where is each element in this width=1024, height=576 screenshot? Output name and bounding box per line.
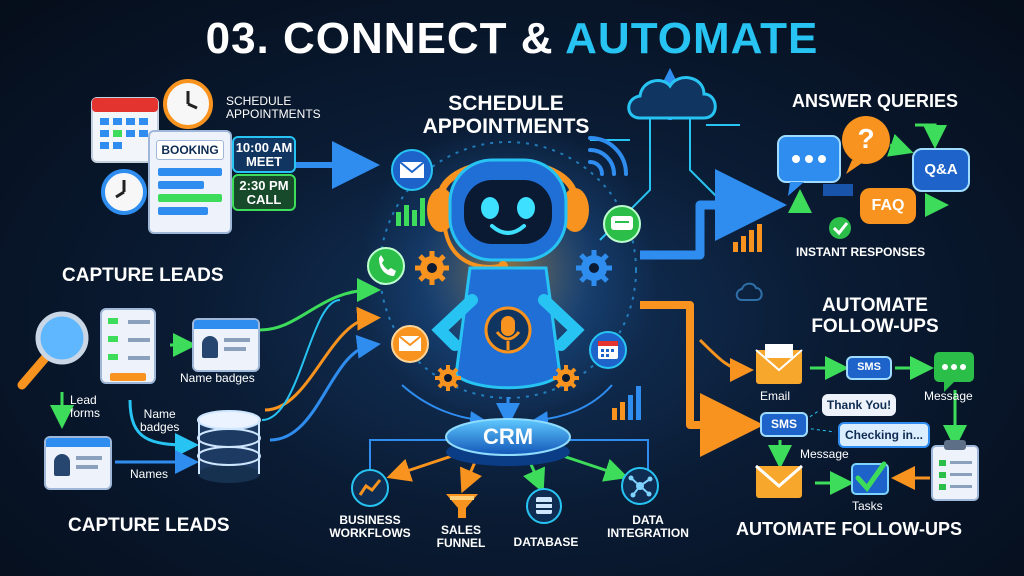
checking-in-bubble: Checking in... (838, 422, 930, 448)
booking-card: BOOKING (148, 130, 232, 234)
phone-circle-icon (367, 247, 405, 285)
data-integration-label: DATA INTEGRATION (607, 513, 689, 541)
meet-chip: 10:00 AM MEET (232, 136, 296, 174)
names-label: Names (130, 467, 169, 481)
bar-chart-icon-bottom (612, 386, 641, 420)
capture-leads-heading-bottom: CAPTURE LEADS (68, 515, 230, 536)
envelope-icon-email (755, 344, 803, 384)
envelope-circle-icon-top (391, 149, 433, 191)
business-workflows-label: BUSINESS WORKFLOWS (329, 513, 411, 541)
database-icon (526, 488, 562, 524)
bar-chart-icon-right (733, 224, 762, 252)
name-badge-card-left (44, 436, 112, 490)
answer-queries-heading: ANSWER QUERIES (792, 91, 959, 111)
database-label: DATABASE (513, 535, 579, 549)
call-chip: 2:30 PM CALL (232, 174, 296, 212)
database-cylinder (197, 410, 261, 483)
page-title: 03. CONNECT & AUTOMATE (0, 14, 1024, 64)
automate-followups-heading-bottom: AUTOMATE FOLLOW-UPS (736, 519, 962, 539)
message-label-top: Message (924, 389, 973, 403)
schedule-small-heading: SCHEDULE APPOINTMENTS (226, 94, 321, 122)
wifi-icon (588, 136, 628, 176)
gear-icon-right (576, 250, 612, 286)
sms-chip-mid: SMS (760, 412, 808, 437)
instant-responses-label: INSTANT RESPONSES (796, 245, 926, 259)
gear-icon-bottom-right (553, 365, 579, 391)
cloud-icon (627, 76, 717, 120)
email-label: Email (760, 389, 791, 403)
workflow-chart-icon (351, 469, 389, 507)
lead-forms-label: Lead forms (70, 393, 100, 421)
calendar-circle-icon (589, 331, 627, 369)
funnel-icon (446, 494, 478, 518)
schedule-heading: SCHEDULE APPOINTMENTS (422, 92, 590, 139)
chat-bubble-blue-icon (777, 135, 841, 196)
envelope-circle-icon-left (391, 325, 429, 363)
magnifier-icon (17, 311, 89, 390)
automate-followups-heading-top: AUTOMATE FOLLOW-UPS (811, 295, 939, 337)
message-bubble-icon (934, 352, 974, 392)
lead-form-card (100, 308, 156, 384)
bar-chart-icon-left (396, 198, 425, 226)
gear-icon-bottom-left (435, 365, 461, 391)
qa-bubble: Q&A (912, 148, 970, 192)
name-badges-label-right: Name badges (180, 371, 255, 385)
check-circle-icon (829, 217, 851, 239)
network-nodes-icon (621, 467, 659, 505)
tasks-label: Tasks (852, 499, 883, 513)
title-part1: CONNECT & (283, 14, 554, 63)
small-cloud-icon (735, 282, 763, 301)
title-part2: AUTOMATE (565, 14, 819, 63)
clock-icon-bottom (101, 169, 147, 215)
envelope-icon-bottom (755, 464, 803, 498)
task-checkbox-icon (851, 461, 889, 495)
booking-label: BOOKING (156, 140, 224, 160)
title-number: 03. (205, 14, 270, 63)
clock-icon-top (163, 79, 213, 129)
sms-chip-top: SMS (846, 356, 892, 380)
sales-funnel-label: SALES FUNNEL (436, 523, 486, 551)
name-badge-card-right (192, 318, 260, 372)
name-badges-label: Name badges (140, 407, 180, 435)
gear-icon-left (415, 251, 449, 285)
question-mark-label: ? (857, 123, 875, 154)
chat-circle-icon (603, 205, 641, 243)
crm-label: CRM (482, 424, 534, 449)
message-label-mid: Message (800, 447, 849, 461)
crm-platform (445, 418, 571, 466)
clipboard-checklist-icon (931, 440, 979, 501)
chat-bubble-small-icon (823, 184, 853, 196)
faq-bubble: FAQ (860, 188, 916, 224)
capture-leads-heading-top: CAPTURE LEADS (62, 265, 224, 286)
question-bubble-icon (842, 116, 890, 174)
thank-you-bubble: Thank You! (822, 394, 896, 416)
